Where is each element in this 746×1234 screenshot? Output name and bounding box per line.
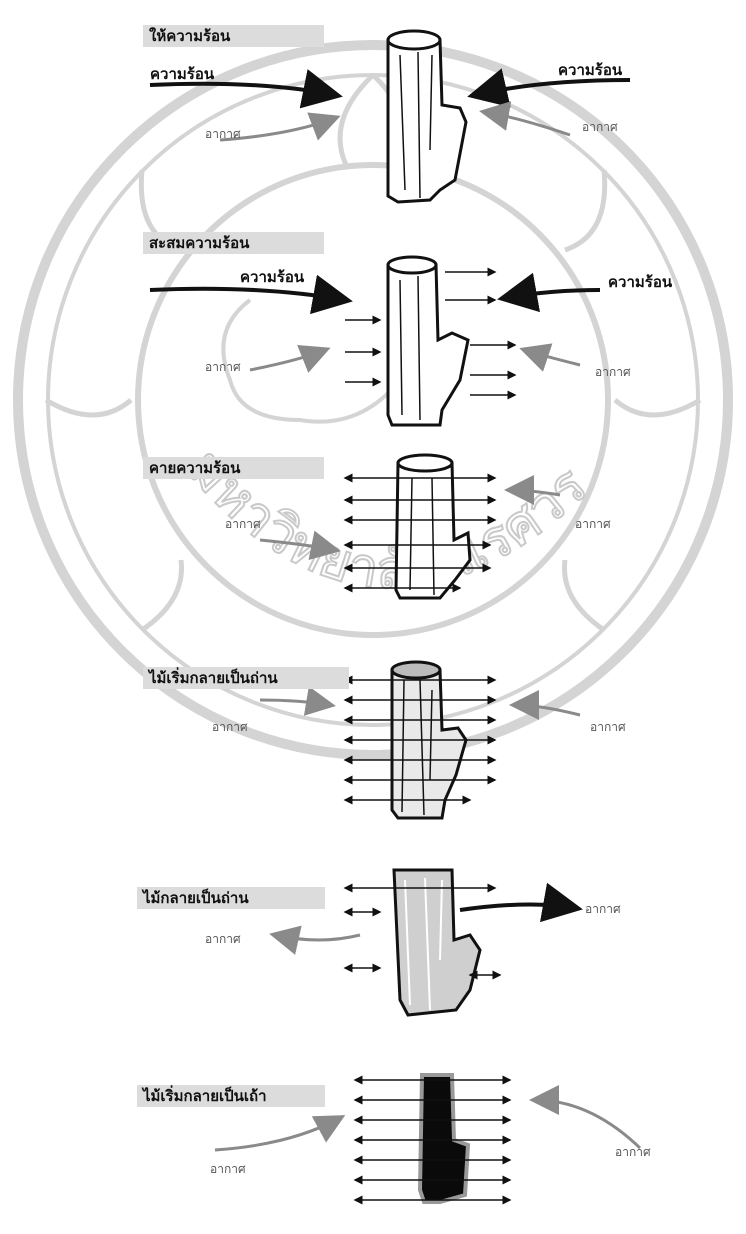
heat-arrow-left-2: [150, 289, 345, 300]
air-label-right-5: อากาศ: [585, 900, 621, 919]
heat-label-left-2: ความร้อน: [240, 265, 304, 289]
air-arrow-right-3: [510, 490, 560, 495]
stage-title-3: คายความร้อน: [143, 457, 324, 479]
log-stage-5: [394, 870, 480, 1015]
air-arrow-left-4: [260, 700, 330, 705]
air-label-right-6: อากาศ: [615, 1143, 651, 1162]
air-arrow-left-5: [275, 935, 360, 940]
air-label-left-5: อากาศ: [205, 930, 241, 949]
air-arrow-right-5: [460, 904, 575, 910]
stage-title-2: สะสมความร้อน: [143, 232, 324, 254]
air-label-left-3: อากาศ: [225, 515, 261, 534]
air-arrow-left-3: [260, 540, 335, 550]
air-arrow-right-4: [515, 705, 580, 715]
air-label-right-3: อากาศ: [575, 515, 611, 534]
air-label-right-2: อากาศ: [595, 363, 631, 382]
air-label-left-6: อากาศ: [210, 1160, 246, 1179]
heat-label-left-1: ความร้อน: [150, 62, 214, 86]
air-label-right-4: อากาศ: [590, 718, 626, 737]
log-stage-2: [388, 257, 468, 425]
stage-title-6: ไม้เริ่มกลายเป็นเถ้า: [137, 1085, 325, 1107]
stage-title-5: ไม้กลายเป็นถ่าน: [137, 887, 325, 909]
log-stage-3: [396, 455, 470, 598]
air-label-left-2: อากาศ: [205, 358, 241, 377]
heat-arrow-right-1: [475, 80, 630, 95]
stage-title-1: ให้ความร้อน: [143, 25, 324, 47]
air-arrow-right-2: [525, 350, 580, 365]
heat-arrow-right-2: [505, 290, 600, 298]
heat-label-right-2: ความร้อน: [608, 270, 672, 294]
air-label-left-1: อากาศ: [205, 125, 241, 144]
air-arrow-left-6: [215, 1118, 340, 1150]
air-arrow-left-2: [250, 350, 325, 370]
air-label-left-4: อากาศ: [212, 718, 248, 737]
log-stage-1: [388, 31, 466, 202]
air-label-right-1: อากาศ: [582, 118, 618, 137]
air-arrow-right-1: [485, 112, 570, 135]
stage-title-4: ไม้เริ่มกลายเป็นถ่าน: [143, 667, 349, 689]
air-arrow-right-6: [535, 1100, 640, 1148]
heat-label-right-1: ความร้อน: [558, 58, 622, 82]
log-stage-6: [420, 1075, 468, 1202]
